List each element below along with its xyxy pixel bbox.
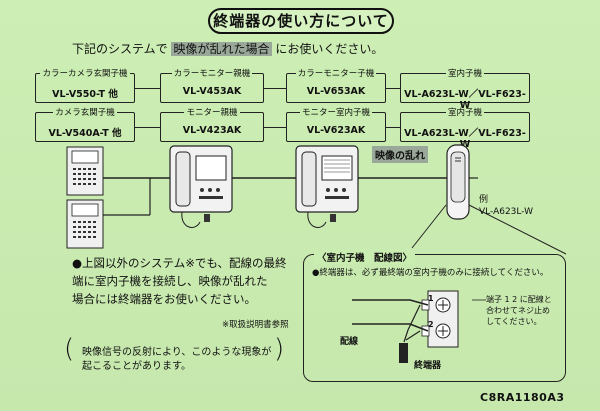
- camera-unit-icon: [66, 199, 104, 249]
- indoor-handset-icon: [446, 144, 470, 220]
- row1-model-0: VL-V550-T 他: [52, 89, 118, 100]
- main-note-line: ●上図以外のシステム※でも、配線の最終: [72, 256, 287, 270]
- noise-label: 映像の乱れ: [372, 146, 428, 163]
- page-title: 終端器の使い方について: [208, 8, 394, 34]
- wiring-title: 〈室内子機 配線図〉: [314, 250, 416, 264]
- row1-model-3: VL-A623L-W／VL-F623-W: [404, 89, 526, 111]
- terminal-instructions: 端子 1 2 に配線と 合わせてネジ止め してください。: [486, 294, 552, 327]
- terminator-icon: [399, 343, 408, 363]
- paren-close: ): [274, 334, 285, 364]
- row2-model-2: VL-V623AK: [306, 125, 366, 136]
- row1-box-sub: カラーモニター子機 VL-V653AK: [286, 69, 386, 103]
- row2-model-3: VL-A623L-W／VL-F623-W: [404, 128, 526, 150]
- document-code: C8RA1180A3: [480, 391, 565, 404]
- main-note-line: 端に室内子機を接続し、映像が乱れた: [72, 274, 268, 288]
- manual-reference: ※取扱説明書参照: [222, 320, 289, 330]
- row2-cat-2: モニター室内子機: [299, 108, 372, 118]
- row2-box-camera: カメラ玄関子機 VL-V540A-T 他: [35, 108, 135, 142]
- row2-cat-3: 室内子機: [445, 108, 484, 118]
- terminal-1-label: 1: [428, 294, 434, 303]
- connector-line: [386, 127, 400, 128]
- row1-box-master: カラーモニター親機 VL-V453AK: [160, 69, 264, 103]
- connector-line: [135, 88, 160, 89]
- row1-box-camera: カラーカメラ玄関子機 VL-V550-T 他: [35, 69, 135, 103]
- connector-line: [264, 127, 286, 128]
- intro-line: 下記のシステムで 映像が乱れた場合 にお使いください。: [72, 40, 383, 57]
- reflection-note: ( 映像信号の反射により、このような現象が 起こることがあります。 ): [64, 336, 284, 374]
- row1-model-2: VL-V653AK: [306, 86, 366, 97]
- wire-label: 配線: [340, 337, 359, 347]
- connector-line: [264, 88, 286, 89]
- terminal-block-icon: [421, 290, 459, 348]
- row1-cat-2: カラーモニター子機: [295, 69, 377, 79]
- example-prefix: 例: [479, 195, 489, 205]
- row1-cat-0: カラーカメラ玄関子機: [40, 69, 130, 79]
- row2-box-indoor: 室内子機 VL-A623L-W／VL-F623-W: [400, 108, 530, 150]
- row2-cat-0: カメラ玄関子機: [53, 108, 117, 118]
- row1-model-1: VL-V453AK: [182, 86, 242, 97]
- main-note-line: 場合には終端器をお使いください。: [72, 292, 256, 306]
- wiring-diagram-box: [303, 254, 566, 382]
- wiring-note: ●終端器は、必ず最終端の室内子機のみに接続してください。: [312, 268, 549, 278]
- main-note: ●上図以外のシステム※でも、配線の最終 端に室内子機を接続し、映像が乱れた 場合…: [72, 254, 302, 308]
- paren-open: (: [64, 334, 75, 364]
- monitor-sub-icon: [295, 145, 359, 228]
- intro-highlight: 映像が乱れた場合: [171, 42, 272, 56]
- connector-line: [135, 127, 160, 128]
- camera-unit-icon: [66, 146, 104, 196]
- example-model: 例 VL-A623L-W: [479, 194, 533, 218]
- row1-cat-3: 室内子機: [445, 69, 484, 79]
- row2-cat-1: モニター親機: [184, 108, 240, 118]
- terminal-instruction-line: 端子 1 2 に配線と: [486, 295, 552, 304]
- row2-model-1: VL-V423AK: [182, 125, 242, 136]
- reflection-line: 起こることがあります。: [82, 361, 191, 372]
- row2-box-master: モニター親機 VL-V423AK: [160, 108, 264, 142]
- reflection-line: 映像信号の反射により、このような現象が: [82, 347, 272, 358]
- connector-line: [386, 88, 400, 89]
- row2-box-sub: モニター室内子機 VL-V623AK: [286, 108, 386, 142]
- intro-suffix: にお使いください。: [275, 42, 384, 56]
- terminal-instruction-line: 合わせてネジ止め: [486, 306, 550, 315]
- terminator-label: 終端器: [414, 361, 442, 371]
- intro-prefix: 下記のシステムで: [72, 42, 168, 56]
- terminal-2-label: 2: [428, 320, 434, 329]
- terminal-instruction-line: してください。: [486, 317, 542, 326]
- row1-box-indoor: 室内子機 VL-A623L-W／VL-F623-W: [400, 69, 530, 111]
- row2-model-0: VL-V540A-T 他: [48, 128, 122, 139]
- row1-cat-1: カラーモニター親機: [171, 69, 253, 79]
- monitor-master-icon: [169, 145, 233, 228]
- example-model-name: VL-A623L-W: [479, 207, 534, 217]
